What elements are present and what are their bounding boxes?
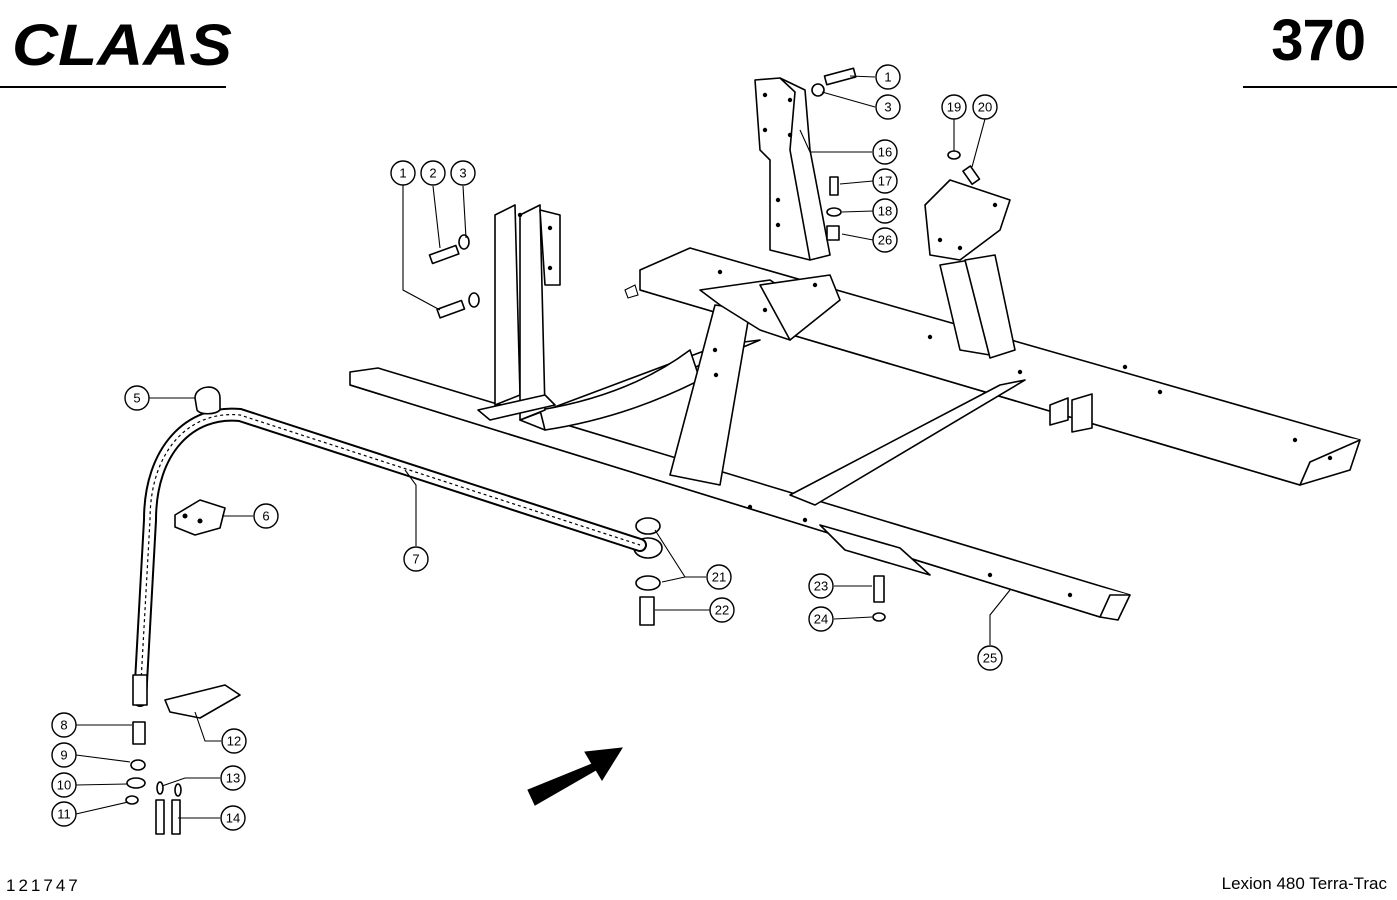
frame-front-beam — [349, 367, 1131, 621]
svg-text:20: 20 — [978, 100, 992, 115]
svg-text:14: 14 — [226, 811, 240, 826]
frame-left-upright — [477, 204, 561, 421]
part-16-bracket — [754, 77, 831, 261]
callout-10: 10 — [51, 772, 77, 798]
callout-20: 20 — [972, 94, 998, 120]
callout-1-lower: 1 — [390, 160, 416, 186]
callout-24: 24 — [808, 606, 834, 632]
frame-center-brace — [669, 274, 841, 486]
callout-18: 18 — [872, 198, 898, 224]
hardware-bolts — [428, 67, 981, 626]
brand-wordmark: CLAAS — [12, 18, 232, 70]
header-rule-left — [0, 86, 226, 88]
callout-8: 8 — [51, 712, 77, 738]
svg-text:24: 24 — [814, 612, 828, 627]
callout-13: 13 — [220, 765, 246, 791]
svg-text:11: 11 — [57, 807, 71, 822]
callout-5: 5 — [124, 385, 150, 411]
leader-lines — [75, 75, 1011, 819]
callout-6: 6 — [253, 503, 279, 529]
svg-text:3: 3 — [884, 100, 891, 115]
page-number: 370 — [1271, 8, 1366, 73]
svg-text:22: 22 — [715, 603, 729, 618]
callout-19: 19 — [941, 94, 967, 120]
callout-3-upper: 3 — [875, 94, 901, 120]
direction-arrow-icon — [527, 747, 623, 806]
callout-26: 26 — [872, 227, 898, 253]
svg-text:9: 9 — [60, 748, 67, 763]
svg-text:1: 1 — [884, 70, 891, 85]
hose-clamps-and-fittings — [125, 386, 241, 835]
svg-text:23: 23 — [814, 579, 828, 594]
callout-2: 2 — [420, 160, 446, 186]
header-rule-right — [1243, 86, 1397, 88]
drawing-number: 121747 — [6, 876, 81, 895]
svg-text:10: 10 — [57, 778, 71, 793]
callout-22: 22 — [709, 597, 735, 623]
svg-text:21: 21 — [712, 570, 726, 585]
callout-7: 7 — [403, 546, 429, 572]
svg-text:26: 26 — [878, 233, 892, 248]
model-name: Lexion 480 Terra-Trac — [1221, 874, 1387, 893]
svg-text:6: 6 — [262, 509, 269, 524]
claas-logo: CLAAS — [10, 18, 235, 70]
callout-23: 23 — [808, 573, 834, 599]
callout-1-upper: 1 — [875, 64, 901, 90]
callout-9: 9 — [51, 742, 77, 768]
callout-12: 12 — [221, 728, 247, 754]
svg-text:1: 1 — [399, 166, 406, 181]
svg-text:19: 19 — [947, 100, 961, 115]
svg-text:25: 25 — [983, 651, 997, 666]
svg-text:16: 16 — [878, 145, 892, 160]
svg-text:5: 5 — [133, 391, 140, 406]
callout-3-lower: 3 — [450, 160, 476, 186]
frame-right-upright — [924, 179, 1016, 359]
svg-text:18: 18 — [878, 204, 892, 219]
svg-text:7: 7 — [412, 552, 419, 567]
callout-14: 14 — [220, 805, 246, 831]
callout-16: 16 — [872, 139, 898, 165]
part-7-hydraulic-hose — [132, 407, 647, 707]
callout-25: 25 — [977, 645, 1003, 671]
callout-21: 21 — [706, 564, 732, 590]
callout-17: 17 — [872, 168, 898, 194]
callout-11: 11 — [51, 801, 77, 827]
svg-text:17: 17 — [878, 174, 892, 189]
svg-text:8: 8 — [60, 718, 67, 733]
claas-logo-graphic: CLAAS — [12, 18, 232, 70]
svg-text:3: 3 — [459, 166, 466, 181]
svg-text:13: 13 — [226, 771, 240, 786]
svg-text:12: 12 — [227, 734, 241, 749]
svg-text:2: 2 — [429, 166, 436, 181]
